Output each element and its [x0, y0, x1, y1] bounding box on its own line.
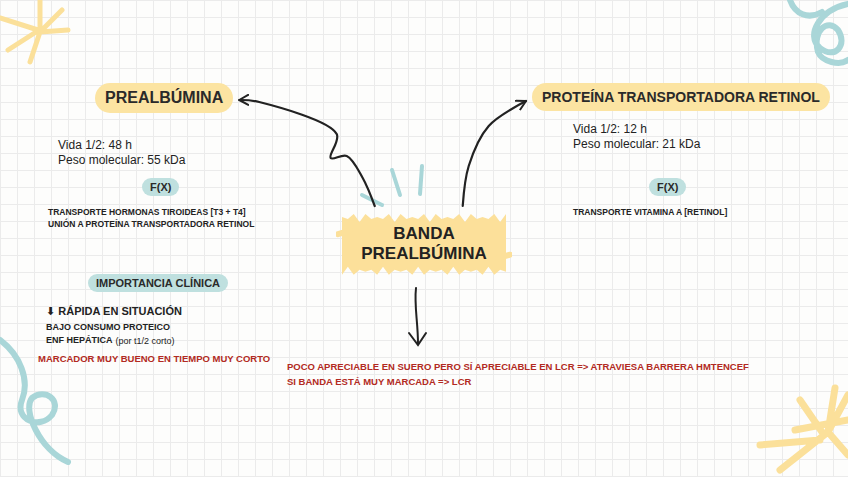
- heading-pill: PREALBÚMINA: [95, 83, 233, 113]
- brush-fill: [342, 214, 506, 275]
- curl-scribble: [790, 0, 848, 63]
- note-text: UNIÓN A PROTEÍNA TRANSPORTADORA RETINOL: [48, 219, 254, 229]
- node-text: F(X): [150, 181, 171, 193]
- star-scribble: [0, 0, 68, 62]
- note-text: Vida 1/2: 12 h: [573, 122, 647, 136]
- function-pill: F(X): [649, 178, 686, 196]
- curved-arrow: [239, 100, 375, 206]
- node-text: BANDA PREALBÚMINA: [358, 224, 490, 265]
- node-text: IMPORTANCIA CLÍNICA: [96, 277, 220, 289]
- note-text: MARCADOR MUY BUENO EN TIEMPO MUY CORTO: [38, 353, 270, 364]
- star-scribble: [760, 388, 848, 470]
- note-text: (por t1/2 corto): [116, 336, 175, 346]
- node-text: PROTEÍNA TRANSPORTADORA RETINOL: [542, 89, 820, 105]
- note-text: Peso molecular: 55 kDa: [58, 153, 185, 167]
- clinical-pill: IMPORTANCIA CLÍNICA: [88, 274, 228, 292]
- note-text: ⬇ RÁPIDA EN SITUACIÓN: [46, 305, 182, 318]
- central-band: BANDA PREALBÚMINA: [336, 210, 512, 279]
- note-text: SI BANDA ESTÁ MUY MARCADA => LCR: [287, 376, 471, 387]
- note-text: Vida 1/2: 48 h: [58, 138, 132, 152]
- note-text: ENF HEPÁTICA: [46, 335, 113, 345]
- curved-arrow: [463, 101, 526, 206]
- note-text: POCO APRECIABLE EN SUERO PERO SÍ APRECIA…: [287, 361, 749, 372]
- heading-pill: PROTEÍNA TRANSPORTADORA RETINOL: [532, 83, 830, 111]
- node-text: F(X): [657, 181, 678, 193]
- note-text: Peso molecular: 21 kDa: [573, 137, 700, 151]
- node-text: PREALBÚMINA: [105, 89, 223, 107]
- note-text: TRANSPORTE VITAMINA A [RETINOL]: [573, 207, 727, 217]
- function-pill: F(X): [142, 178, 179, 196]
- note-text: TRANSPORTE HORMONAS TIROIDEAS [T3 + T4]: [48, 207, 246, 217]
- down-arrow: [409, 288, 426, 345]
- note-text: BAJO CONSUMO PROTEICO: [46, 322, 170, 332]
